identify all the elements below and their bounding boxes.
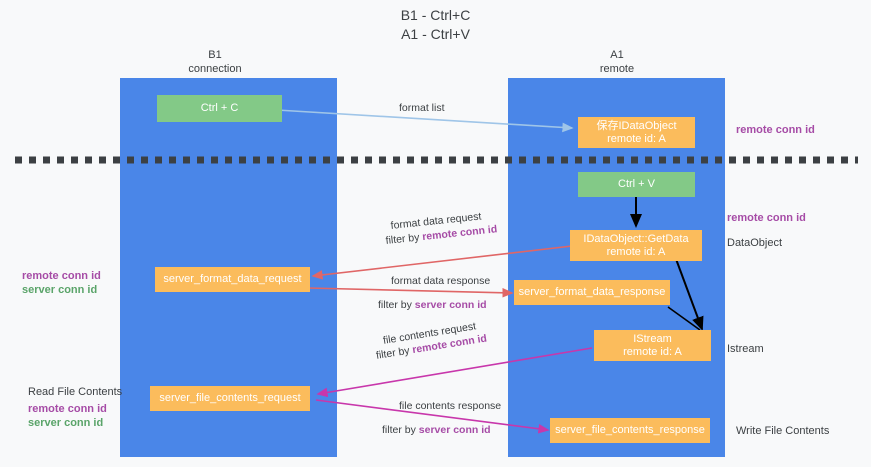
box-istream-line2: remote id: A [623,345,682,358]
box-getdata-line1: IDataObject::GetData [583,232,689,245]
column-header-b1-name: B1 [208,49,222,61]
box-idataobject-getdata[interactable]: IDataObject::GetData remote id: A [570,230,702,261]
arrow-format-list [276,109,574,133]
box-server-format-data-request-label: server_format_data_request [163,273,302,285]
box-save-idataobject[interactable]: 保存IDataObject remote id: A [578,117,695,148]
box-ctrl-c[interactable]: Ctrl + C [157,95,282,122]
arrow-format-data-request [311,245,573,280]
box-istream[interactable]: IStream remote id: A [594,330,711,361]
column-header-b1: B1 connection [150,48,280,76]
note-remote-conn-id-mid: remote conn id [727,212,806,224]
filter-value-server-conn-id-2: server conn id [418,424,491,436]
box-getdata-line2: remote id: A [606,245,666,258]
column-header-a1: A1 remote [552,48,682,76]
note-left-server-conn-id-2: server conn id [28,417,104,429]
box-server-format-data-request[interactable]: server_format_data_request [155,267,310,292]
box-server-format-data-response[interactable]: server_format_data_response [514,280,670,305]
note-dataobject: DataObject [727,237,783,249]
note-remote-conn-id-top: remote conn id [736,124,815,136]
box-ctrl-v-label: Ctrl + V [618,178,655,190]
filter-prefix-1: filter by [385,231,423,247]
note-read-file-contents: Read File Contents [28,386,123,398]
page-title: B1 - Ctrl+C A1 - Ctrl+V [0,6,871,44]
note-istream: Istream [727,343,764,355]
box-save-idataobject-line2: remote id: A [607,132,666,145]
filter-prefix-4: filter by [382,424,419,436]
edge-label-filter-server-conn-id-1: filter by server conn id [378,298,487,312]
note-write-file-contents: Write File Contents [736,425,830,437]
filter-value-server-conn-id-1: server conn id [414,299,487,311]
filter-prefix-2: filter by [378,299,415,311]
box-server-format-data-response-label: server_format_data_response [518,286,666,298]
arrow-file-contents-request [316,347,593,398]
edge-label-format-list: format list [399,102,445,114]
title-line-2: A1 - Ctrl+V [401,26,470,42]
note-left-remote-conn-id-2: remote conn id [28,403,107,415]
box-ctrl-v[interactable]: Ctrl + V [578,172,695,197]
edge-label-file-contents-response: file contents response [399,400,502,412]
box-save-idataobject-line1: 保存IDataObject [596,119,677,132]
box-ctrl-c-label: Ctrl + C [200,102,239,114]
column-header-a1-name: A1 [610,49,624,61]
arrow-getdata-to-istream [675,258,704,331]
box-server-file-contents-response-label: server_file_contents_response [555,424,705,436]
box-server-file-contents-response[interactable]: server_file_contents_response [550,418,710,443]
arrow-file-contents-response [315,399,550,434]
box-server-file-contents-request[interactable]: server_file_contents_request [150,386,310,411]
column-header-a1-sub: remote [599,63,635,75]
column-header-b1-sub: connection [188,63,242,75]
edge-label-filter-server-conn-id-2: filter by server conn id [382,423,491,437]
note-left-remote-conn-id: remote conn id [22,270,101,282]
title-line-1: B1 - Ctrl+C [400,7,471,23]
note-left-server-conn-id: server conn id [22,284,98,296]
arrow-format-data-response [307,287,514,298]
box-istream-line1: IStream [633,332,672,345]
edge-label-format-data-response: format data response [391,275,491,287]
arrow-response-to-istream [667,306,701,331]
box-server-file-contents-request-label: server_file_contents_request [159,392,301,404]
